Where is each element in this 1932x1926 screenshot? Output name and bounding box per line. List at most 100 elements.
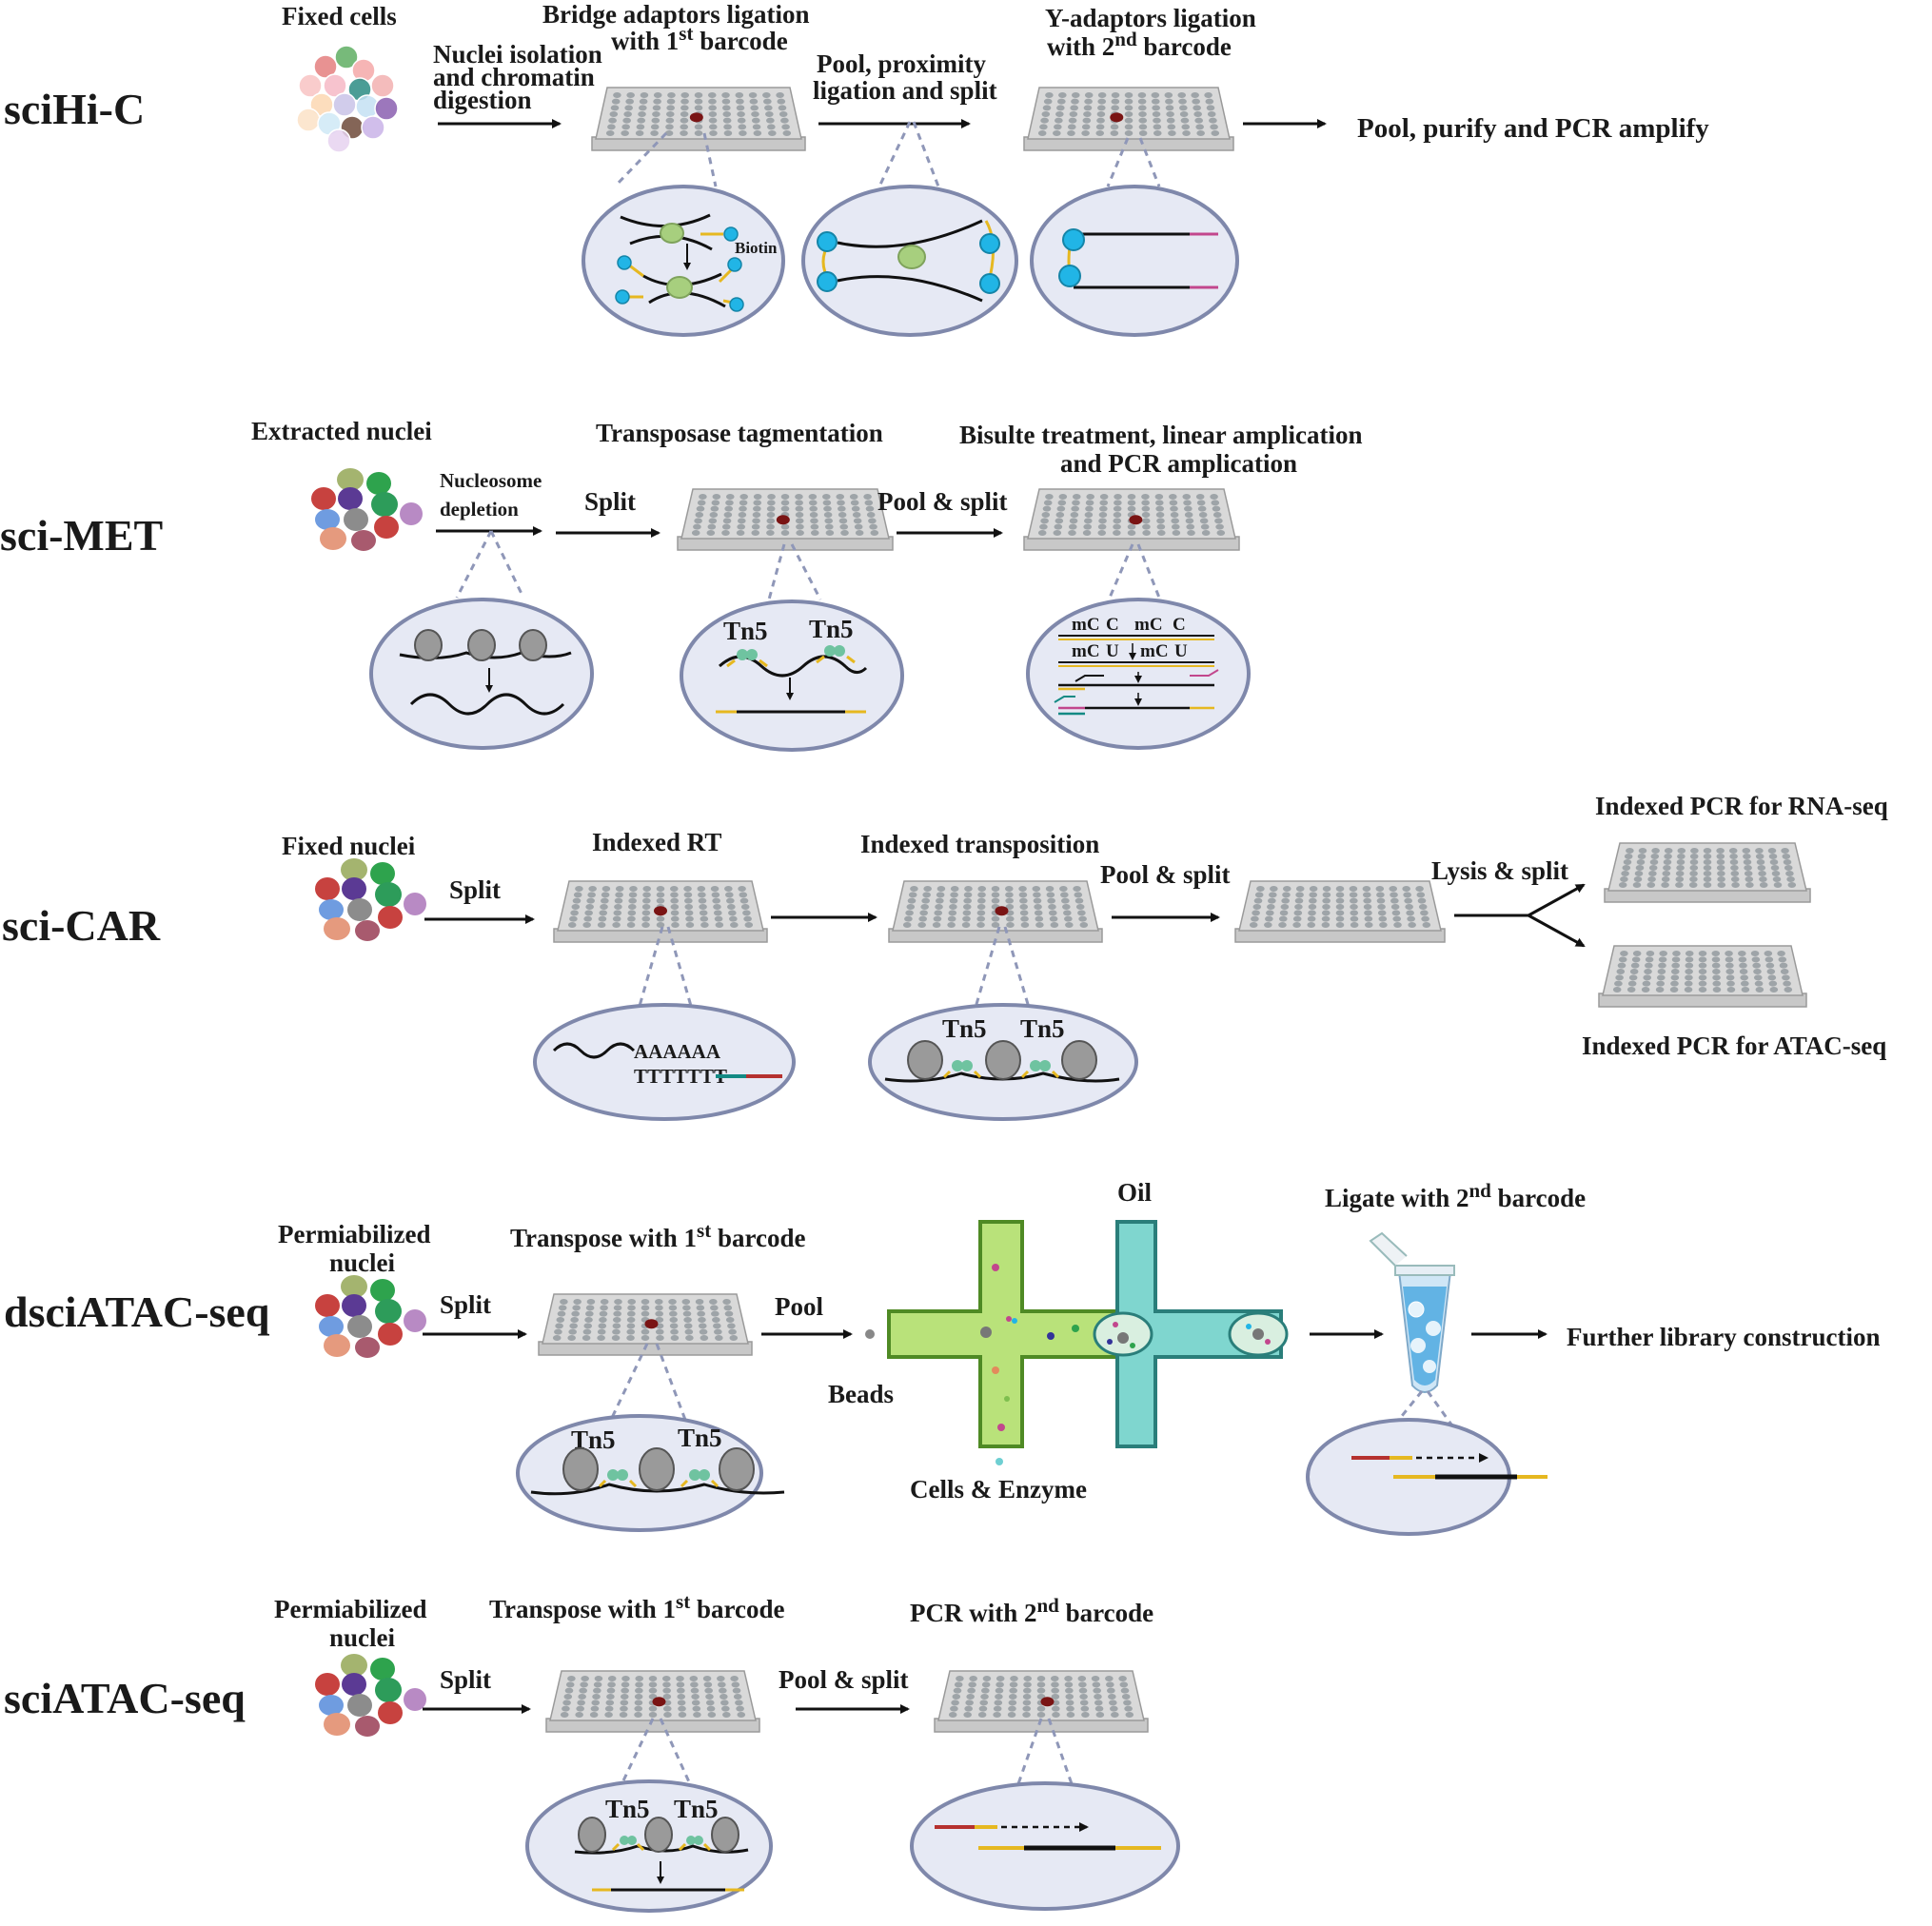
transposition-detail: Tn5 Tn5 — [530, 1424, 785, 1496]
section-sciatac: sciATAC-seq Permiabilized nuclei Split T… — [4, 1590, 1180, 1913]
superscript: nd — [1469, 1179, 1492, 1202]
pcr-detail — [935, 1822, 1161, 1851]
nucleosome-depletion-detail — [399, 629, 572, 716]
tube-icon — [1369, 1231, 1455, 1393]
step-label: Indexed transposition — [860, 830, 1099, 858]
indexed-transposition-detail: Tn5 Tn5 — [884, 1014, 1120, 1083]
output-label: Indexed PCR for ATAC-seq — [1582, 1032, 1886, 1060]
step-label: with 2nd barcode — [1047, 28, 1232, 61]
proximity-ligation-detail — [817, 219, 1000, 303]
polyt-label: TTTTTTT — [634, 1065, 727, 1088]
detail-ellipse — [582, 185, 785, 337]
cell-cluster — [315, 1275, 426, 1358]
section-dsciatac: dsciATAC-seq Permiabilized nuclei Split … — [4, 1178, 1880, 1536]
detail-ellipse — [1030, 185, 1239, 337]
cell-cluster — [296, 45, 399, 153]
method-title-scimet: sci-MET — [0, 511, 163, 560]
highlighted-well — [644, 1319, 659, 1329]
methyl-label: mC — [1072, 615, 1100, 635]
split-arrow-up — [1528, 883, 1586, 917]
input-label: Fixed cells — [282, 2, 397, 30]
bead — [865, 1329, 875, 1339]
well-plate — [1604, 842, 1811, 903]
step-label: Bridge adaptors ligation — [542, 0, 810, 29]
well-plate — [934, 1670, 1149, 1733]
arrow-label: Pool & split — [1100, 860, 1231, 889]
input-label: Permiabilized — [278, 1220, 430, 1248]
section-scihic: sciHi-C Fixed cells Nuclei isolation and… — [4, 0, 1709, 337]
superscript: st — [676, 1590, 690, 1613]
arrow-label: Pool, proximity — [817, 49, 986, 78]
well-plate — [553, 880, 768, 943]
zoom-line — [666, 926, 695, 1013]
arrow-label: Pool & split — [779, 1665, 909, 1694]
highlighted-well — [776, 515, 790, 525]
label-part: barcode — [711, 1224, 805, 1252]
highlighted-well — [1040, 1697, 1055, 1707]
input-label: nuclei — [329, 1623, 396, 1652]
arrow-label: Nucleosome — [440, 469, 542, 492]
detail-ellipse — [533, 1003, 796, 1121]
tn5-label: Tn5 — [678, 1424, 722, 1452]
tn5-label: Tn5 — [723, 617, 768, 645]
cell-cluster — [315, 858, 426, 941]
method-title-scicar: sci-CAR — [2, 901, 161, 950]
step-label: Bisulte treatment, linear amplication — [959, 421, 1362, 449]
highlighted-well — [1129, 515, 1143, 525]
polya-label: AAAAAA — [634, 1040, 721, 1063]
zoom-line — [1138, 137, 1161, 187]
label-part: with 1 — [611, 27, 679, 55]
step-label: Transpose with 1st barcode — [489, 1590, 784, 1623]
well-plate — [591, 87, 806, 151]
bead — [1117, 1332, 1129, 1344]
step-label: and PCR amplication — [1060, 449, 1297, 478]
methyl-label: mC — [1140, 641, 1169, 661]
bead — [1252, 1328, 1264, 1340]
zoom-line — [702, 132, 718, 187]
section-scicar: sci-CAR Fixed nuclei Split Indexed RT In… — [2, 792, 1888, 1121]
well-plate — [1023, 488, 1240, 551]
oil-label: Oil — [1117, 1178, 1153, 1207]
input-label: Permiabilized — [274, 1595, 426, 1623]
superscript: st — [697, 1219, 711, 1242]
uracil-label: U — [1174, 641, 1188, 661]
step-label: Ligate with 2nd barcode — [1325, 1179, 1586, 1212]
plates-layer — [538, 87, 1811, 1733]
highlighted-well — [654, 906, 667, 916]
zoom-line — [659, 1718, 697, 1796]
bridge-ligation-detail — [615, 213, 744, 312]
tn5-label: Tn5 — [809, 615, 854, 643]
highlighted-well — [689, 112, 703, 123]
well-plate — [888, 880, 1103, 943]
tn5-label: Tn5 — [674, 1795, 719, 1823]
superscript: nd — [1114, 28, 1137, 50]
cells-label: Cells & Enzyme — [910, 1475, 1087, 1503]
zoom-line — [1136, 543, 1161, 599]
zoom-line — [615, 1718, 655, 1796]
highlighted-well — [1110, 112, 1124, 123]
well-plate — [538, 1293, 753, 1356]
label-part: barcode — [690, 1595, 784, 1623]
transposition-detail: Tn5 Tn5 — [574, 1795, 749, 1892]
zoom-line — [1108, 543, 1134, 599]
ligation-detail — [1351, 1453, 1548, 1480]
arrow-label: Lysis & split — [1431, 856, 1568, 885]
arrow-label: depletion — [440, 498, 519, 521]
biotin-label: Biotin — [735, 239, 778, 257]
arrow-label: Nuclei isolation — [433, 40, 602, 69]
label-part: barcode — [693, 27, 787, 55]
tn5-label: Tn5 — [942, 1014, 987, 1043]
detail-ellipse — [680, 599, 904, 752]
cytosine-label: C — [1106, 615, 1119, 635]
arrow-label: Pool & split — [877, 487, 1008, 516]
uracil-label: U — [1106, 641, 1119, 661]
step-label: Indexed RT — [592, 828, 721, 856]
step-label: Y-adaptors ligation — [1045, 4, 1256, 32]
zoom-line — [912, 121, 940, 187]
well-plate — [1234, 880, 1446, 943]
zoom-line — [1003, 926, 1032, 1012]
bead — [980, 1327, 992, 1338]
arrow-label: Pool — [775, 1292, 823, 1321]
label-part: barcode — [1137, 32, 1232, 61]
